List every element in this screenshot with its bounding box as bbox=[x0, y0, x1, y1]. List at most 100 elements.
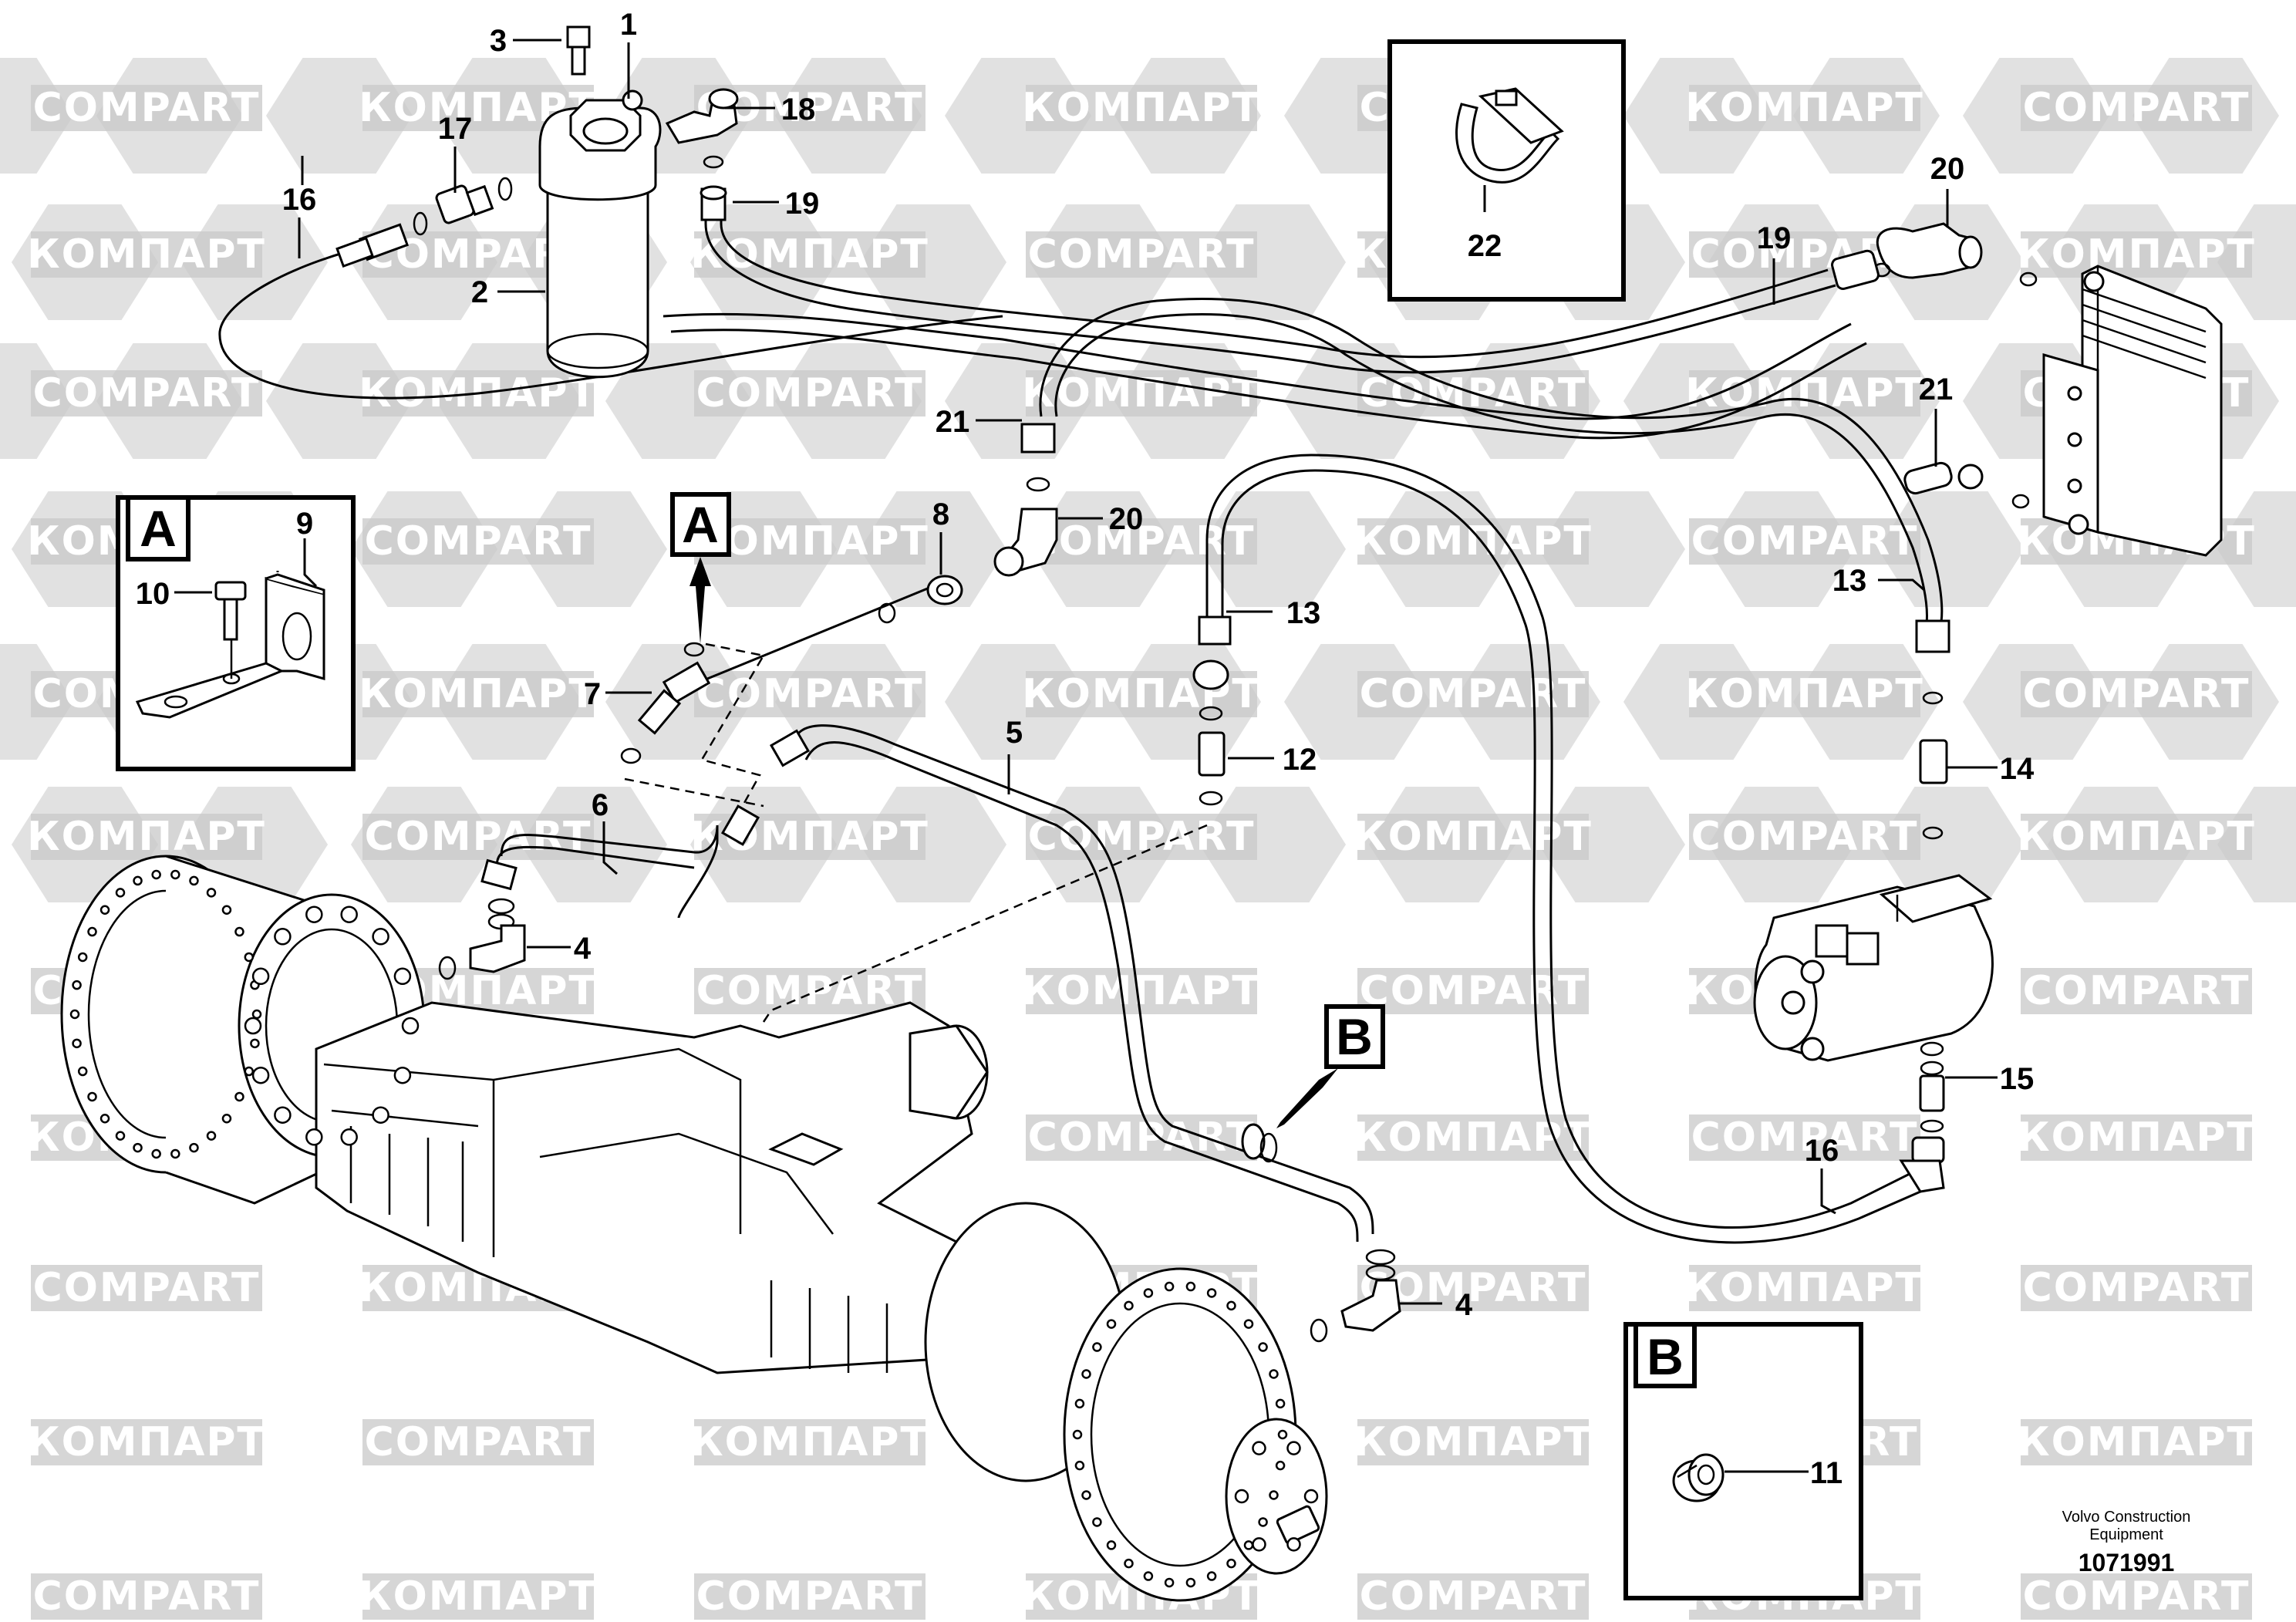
watermark-text: КОМПАРТ bbox=[1685, 1265, 1924, 1311]
hub-bolt bbox=[1258, 1342, 1268, 1352]
elbow-20-right bbox=[1831, 222, 2038, 291]
callout-21-left: 21 bbox=[936, 405, 970, 439]
watermark-band bbox=[1026, 968, 1257, 1014]
hub-bolt bbox=[244, 1017, 262, 1035]
hub-bolt bbox=[1226, 1300, 1236, 1311]
axle-assembly bbox=[60, 855, 1328, 1602]
hub-bolt bbox=[151, 869, 161, 880]
hub-bolt bbox=[1286, 1537, 1301, 1552]
callout-16-bottom: 16 bbox=[1805, 1134, 1839, 1168]
hub-bolt bbox=[274, 1106, 292, 1124]
hub-bolt bbox=[69, 1009, 80, 1020]
callout-21-right: 21 bbox=[1919, 373, 1954, 406]
watermark-text: КОМПАРТ bbox=[2017, 231, 2256, 278]
watermark-layer: COMPART КОМПАРТ COMPART КОМПАРТ COMPART КОМПА… bbox=[0, 58, 2296, 1620]
hub-bolt bbox=[99, 1114, 110, 1124]
hub-bolt bbox=[170, 869, 180, 880]
hub-bolt bbox=[251, 1066, 270, 1084]
callout-18: 18 bbox=[781, 93, 816, 126]
hub-bolt bbox=[133, 875, 143, 886]
watermark-band bbox=[31, 231, 262, 278]
watermark-band bbox=[2021, 814, 2252, 860]
hub-bolt bbox=[305, 905, 323, 923]
hose-network bbox=[218, 189, 1944, 1244]
watermark-text: КОМПАРТ bbox=[1022, 968, 1261, 1014]
watermark-text: КОМПАРТ bbox=[359, 671, 598, 717]
watermark-band bbox=[2021, 671, 2252, 717]
watermark-band bbox=[1357, 1419, 1589, 1465]
hub-bolt bbox=[1275, 1460, 1286, 1471]
watermark-band bbox=[1026, 518, 1257, 565]
leader-lines bbox=[174, 39, 1998, 1473]
hub-bolt bbox=[99, 905, 110, 915]
hub-bolt bbox=[401, 1017, 420, 1035]
callout-4-left: 4 bbox=[574, 932, 592, 966]
hub-bolt bbox=[1106, 1540, 1117, 1550]
fitting-4-left bbox=[438, 898, 526, 980]
hub-bolt bbox=[1074, 1398, 1085, 1409]
watermark-text: COMPART bbox=[1691, 814, 1919, 860]
hub-bolt bbox=[221, 1114, 232, 1124]
detail-view-b: B bbox=[1623, 1322, 1863, 1600]
watermark-band bbox=[1026, 85, 1257, 131]
valve-block bbox=[1753, 874, 1994, 1062]
hub-bolt bbox=[305, 1128, 323, 1146]
detail-view-clip bbox=[1387, 39, 1626, 302]
callout-16-top: 16 bbox=[282, 183, 317, 217]
callout-7: 7 bbox=[584, 677, 601, 711]
watermark-text: КОМПАРТ bbox=[1685, 671, 1924, 717]
callout-17: 17 bbox=[438, 112, 473, 146]
fitting-17 bbox=[413, 177, 513, 236]
hub-bolt bbox=[1234, 1489, 1249, 1504]
credit-line2: Equipment bbox=[2089, 1526, 2163, 1543]
watermark-text: КОМПАРТ bbox=[1354, 518, 1593, 565]
callout-20-left: 20 bbox=[1109, 502, 1144, 536]
watermark-text: КОМПАРТ bbox=[690, 231, 929, 278]
watermark-text: КОМПАРТ bbox=[690, 814, 929, 860]
watermark-text: COMPART bbox=[1028, 231, 1256, 278]
dashed-leaders bbox=[624, 642, 1208, 1023]
detail-b-letter: B bbox=[1647, 1328, 1684, 1385]
watermark-band bbox=[694, 518, 925, 565]
watermark-text: COMPART bbox=[33, 85, 261, 131]
hub-bolt bbox=[1124, 1300, 1134, 1311]
callout-13-left: 13 bbox=[1286, 596, 1321, 630]
watermark-text: КОМПАРТ bbox=[1354, 814, 1593, 860]
fitting-14 bbox=[1915, 619, 1950, 840]
hub-bolt bbox=[340, 905, 358, 923]
fitting-15 bbox=[1899, 1041, 1945, 1193]
hub-bolt bbox=[72, 1038, 82, 1049]
detail-view-a: A bbox=[116, 495, 356, 771]
view-marker-b-letter: B bbox=[1336, 1008, 1373, 1065]
oil-cooler bbox=[2042, 265, 2223, 557]
watermark-band bbox=[694, 231, 925, 278]
hub-bolt bbox=[1074, 1460, 1085, 1471]
watermark-band bbox=[362, 671, 594, 717]
watermark-band bbox=[1026, 231, 1257, 278]
callout-3: 3 bbox=[490, 24, 507, 58]
fitting-12 bbox=[1192, 615, 1232, 806]
watermark-text: COMPART bbox=[33, 1573, 261, 1620]
watermark-band bbox=[2021, 231, 2252, 278]
watermark-text: COMPART bbox=[696, 671, 924, 717]
hub-bolt bbox=[1252, 1441, 1266, 1455]
watermark-text: КОМПАРТ bbox=[1022, 85, 1261, 131]
callout-1: 1 bbox=[620, 8, 637, 42]
hub-bolt bbox=[393, 967, 412, 986]
elbow-18 bbox=[665, 88, 739, 169]
callout-13-right: 13 bbox=[1832, 564, 1867, 598]
callout-4-right: 4 bbox=[1455, 1288, 1473, 1322]
hub-bolt bbox=[251, 967, 270, 986]
hub-bolt bbox=[87, 1091, 97, 1102]
watermark-text: КОМПАРТ bbox=[1685, 85, 1924, 131]
hub-bolt bbox=[250, 1038, 260, 1049]
watermark-band bbox=[694, 968, 925, 1014]
hub-bolt bbox=[115, 1131, 126, 1141]
hub-bolt bbox=[1081, 1369, 1091, 1379]
bolt-3 bbox=[566, 25, 591, 76]
callout-14: 14 bbox=[2000, 752, 2035, 786]
hub-bolt bbox=[189, 875, 199, 886]
watermark-band bbox=[31, 370, 262, 416]
watermark-text: КОМПАРТ bbox=[2017, 1419, 2256, 1465]
watermark-band bbox=[362, 518, 594, 565]
